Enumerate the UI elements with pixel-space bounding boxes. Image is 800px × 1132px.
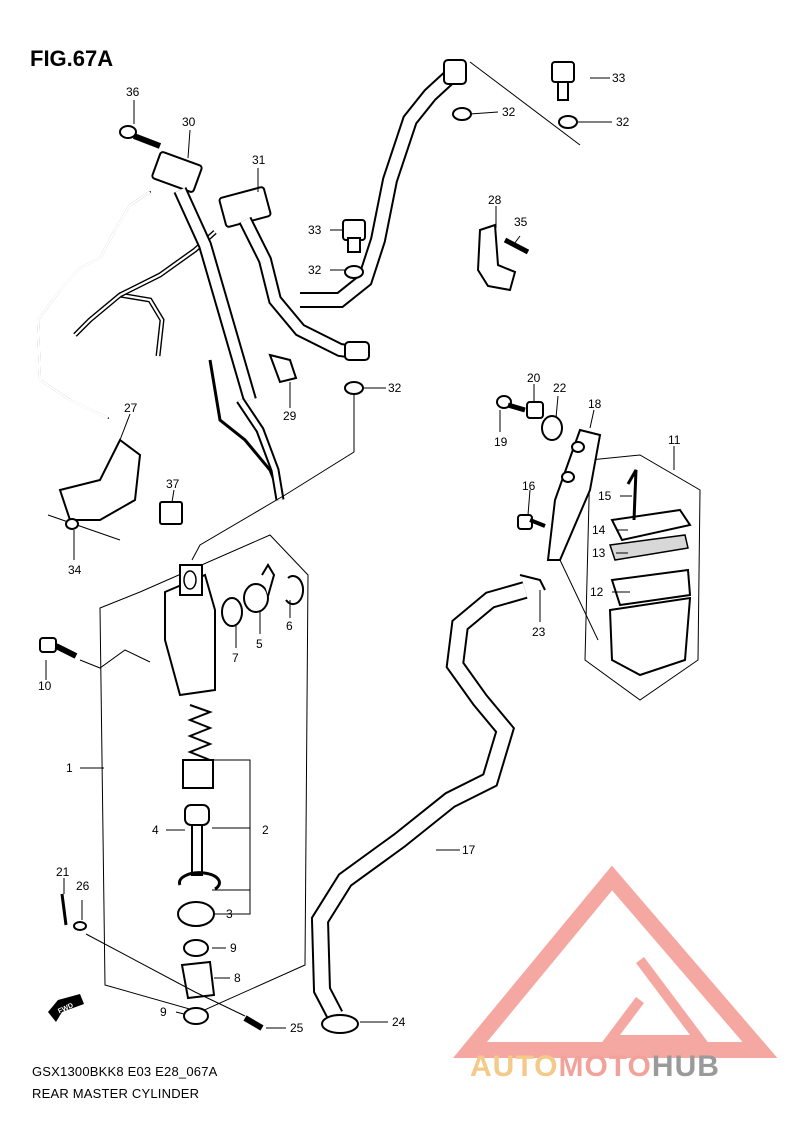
callout-36: 36 — [126, 85, 140, 99]
figure-title: FIG.67A — [30, 46, 114, 71]
callout-9: 9 — [230, 941, 237, 955]
callout-3: 3 — [226, 907, 233, 921]
callout-37: 37 — [166, 477, 180, 491]
callout-30: 30 — [182, 115, 196, 129]
callout-4: 4 — [152, 823, 159, 837]
watermark-hub: HUB — [651, 1050, 720, 1083]
callout-7: 7 — [232, 651, 239, 665]
watermark-auto: AUTO — [470, 1050, 559, 1083]
callout-14: 14 — [592, 523, 606, 537]
callout-24: 24 — [392, 1015, 406, 1029]
callout-16: 16 — [522, 479, 536, 493]
callout-13: 13 — [592, 546, 606, 560]
callout-27: 27 — [124, 401, 138, 415]
callout-17: 17 — [462, 843, 476, 857]
bolt-33-upper-icon — [452, 61, 578, 129]
callout-1: 1 — [66, 761, 73, 775]
watermark-text: AUTOMOTOHUB — [470, 1050, 720, 1084]
callout-6: 6 — [286, 619, 293, 633]
bolt-36-icon — [119, 125, 162, 149]
master-cylinder-box — [39, 534, 309, 1031]
reservoir-hose-17 — [310, 574, 546, 1034]
brake-hose-upper — [36, 59, 467, 501]
callout-28: 28 — [488, 193, 502, 207]
watermark-moto: MOTO — [558, 1050, 652, 1083]
callout-32: 32 — [502, 105, 516, 119]
callout-34: 34 — [68, 563, 82, 577]
callout-31: 31 — [252, 153, 266, 167]
callout-10: 10 — [38, 679, 52, 693]
clamp-29-icon — [268, 353, 298, 384]
model-code: GSX1300BKK8 E03 E28_067A — [32, 1064, 218, 1079]
callout-8: 8 — [234, 971, 241, 985]
callout-26: 26 — [76, 879, 90, 893]
figure-caption: REAR MASTER CYLINDER — [32, 1086, 200, 1101]
callout-2: 2 — [262, 823, 269, 837]
callout-35: 35 — [514, 215, 528, 229]
callout-20: 20 — [527, 371, 541, 385]
callout-32: 32 — [616, 115, 630, 129]
bracket-28-icon — [476, 223, 530, 292]
clip-37-icon — [159, 501, 183, 525]
callout-19: 19 — [494, 435, 508, 449]
callout-25: 25 — [290, 1021, 304, 1035]
leader-lines — [45, 61, 675, 1029]
callout-29: 29 — [283, 409, 297, 423]
callout-labels: 36 30 31 33 32 32 33 32 32 28 35 29 27 3… — [38, 71, 681, 1035]
watermark-logo-icon — [453, 865, 778, 1058]
callout-11: 11 — [668, 433, 681, 447]
callout-32: 32 — [388, 381, 402, 395]
reservoir-box — [584, 454, 701, 701]
bolt-33-mid-icon — [342, 219, 366, 395]
callout-9: 9 — [160, 1005, 167, 1019]
callout-33: 33 — [308, 223, 322, 237]
callout-33: 33 — [612, 71, 626, 85]
callout-12: 12 — [590, 585, 604, 599]
guard-27-icon — [47, 438, 142, 541]
callout-5: 5 — [256, 637, 263, 651]
callout-23: 23 — [532, 625, 546, 639]
callout-15: 15 — [598, 489, 612, 503]
callout-22: 22 — [553, 381, 567, 395]
callout-21: 21 — [56, 865, 70, 879]
callout-18: 18 — [588, 397, 602, 411]
callout-32: 32 — [308, 263, 322, 277]
bracket-18-icon — [496, 395, 602, 561]
